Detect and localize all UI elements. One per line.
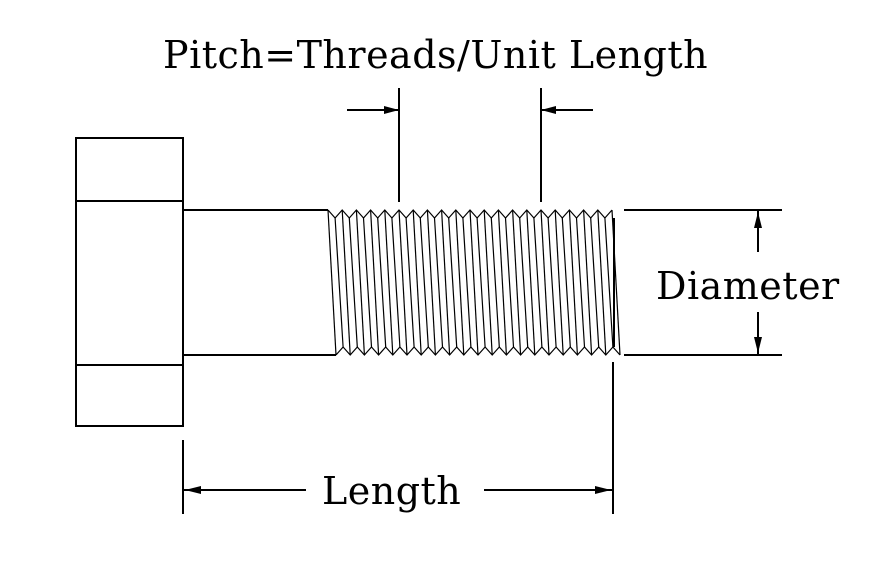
- thread-crest-line: [384, 209, 394, 356]
- thread-crest-line: [441, 209, 451, 356]
- thread-root-line: [561, 217, 571, 348]
- pitch-arrowhead-right: [541, 106, 556, 114]
- length-arrowhead-right: [595, 486, 611, 494]
- thread-crest-line: [497, 209, 507, 356]
- thread-crest-line: [426, 209, 436, 356]
- thread-crest-line: [554, 209, 564, 356]
- thread-root-line: [448, 217, 458, 348]
- bolt-head-outline: [75, 137, 184, 427]
- thread-root-line: [377, 217, 387, 348]
- thread-crest-line: [526, 209, 536, 356]
- thread-root-line: [476, 217, 486, 348]
- diameter-dimension: [624, 209, 782, 356]
- thread-root-line: [348, 217, 358, 348]
- thread-root-line: [504, 217, 515, 348]
- thread-crest-line: [568, 209, 578, 356]
- pitch-label: Pitch=Threads/Unit Length: [163, 33, 709, 77]
- thread-crest-line: [327, 209, 337, 356]
- pitch-arrowhead-left: [384, 106, 399, 114]
- thread-root-line: [405, 217, 415, 348]
- diameter-arrowhead-top: [754, 212, 762, 228]
- thread-crest-line: [412, 209, 422, 356]
- length-label: Length: [322, 469, 462, 513]
- length-arrowhead-left: [185, 486, 201, 494]
- thread-root-line: [590, 217, 600, 348]
- thread-root-line: [433, 217, 444, 348]
- thread-root-line: [362, 217, 373, 348]
- thread-crest-line: [341, 209, 351, 356]
- thread-crest-line: [370, 209, 380, 356]
- pitch-dimension: [347, 88, 593, 202]
- thread-root-line: [547, 217, 557, 348]
- thread-root-line: [533, 217, 543, 348]
- thread-crest-line: [512, 209, 522, 356]
- thread-crest-line: [455, 209, 465, 356]
- thread-root-line: [419, 217, 429, 348]
- thread-crest-line: [540, 209, 550, 356]
- thread-root-line: [575, 217, 586, 348]
- diameter-arrowhead-bottom: [754, 337, 762, 353]
- thread-crest-line: [597, 209, 607, 356]
- thread-crest-line: [398, 209, 408, 356]
- thread-root-line: [391, 217, 401, 348]
- bolt-threads: [327, 209, 621, 356]
- diameter-label: Diameter: [656, 264, 840, 308]
- thread-crest-line: [483, 209, 493, 356]
- bolt-head: [75, 137, 184, 427]
- thread-crest-line: [355, 209, 365, 356]
- thread-root-line: [490, 217, 500, 348]
- thread-crest-line: [469, 209, 479, 356]
- thread-root-line: [334, 217, 344, 348]
- thread-root-line: [462, 217, 472, 348]
- thread-root-line: [519, 217, 529, 348]
- length-dimension: [182, 362, 614, 514]
- thread-crest-line: [583, 209, 593, 356]
- bolt-shank: [183, 209, 336, 356]
- thread-root-line: [604, 217, 614, 348]
